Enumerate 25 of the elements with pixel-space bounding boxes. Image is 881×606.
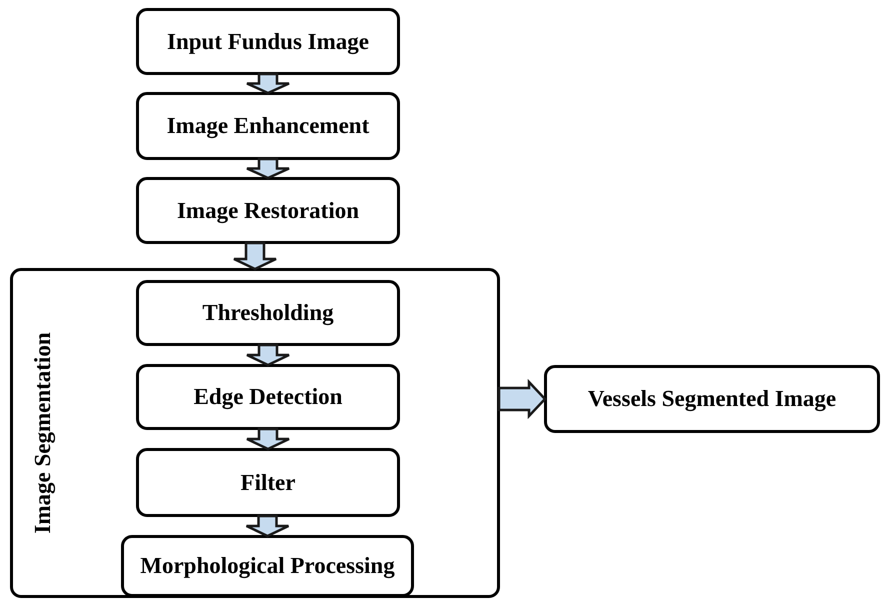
step-label: Image Enhancement: [166, 113, 370, 139]
process-box: [136, 8, 400, 75]
step-label: Morphological Processing: [140, 553, 395, 579]
block-arrow: [246, 72, 290, 94]
block-arrow: [246, 158, 290, 180]
step-label: Vessels Segmented Image: [588, 386, 836, 412]
process-box: [136, 177, 400, 244]
step-label: Filter: [240, 470, 296, 496]
process-box: [136, 364, 400, 430]
step-label: Edge Detection: [194, 384, 342, 410]
block-arrow: [232, 242, 278, 270]
process-box: [136, 92, 400, 160]
block-arrow: [246, 344, 290, 366]
block-arrow: [498, 378, 547, 420]
group-title: Image Segmentation: [30, 332, 56, 534]
process-box: [136, 280, 400, 346]
process-box: [136, 448, 400, 517]
step-label: Input Fundus Image: [167, 28, 369, 54]
group-box: [10, 268, 500, 598]
step-label: Thresholding: [202, 300, 334, 326]
process-box: [544, 365, 880, 433]
block-arrow: [246, 428, 290, 450]
step-label: Image Restoration: [176, 198, 360, 224]
process-box: [121, 535, 414, 597]
block-arrow: [245, 514, 290, 538]
